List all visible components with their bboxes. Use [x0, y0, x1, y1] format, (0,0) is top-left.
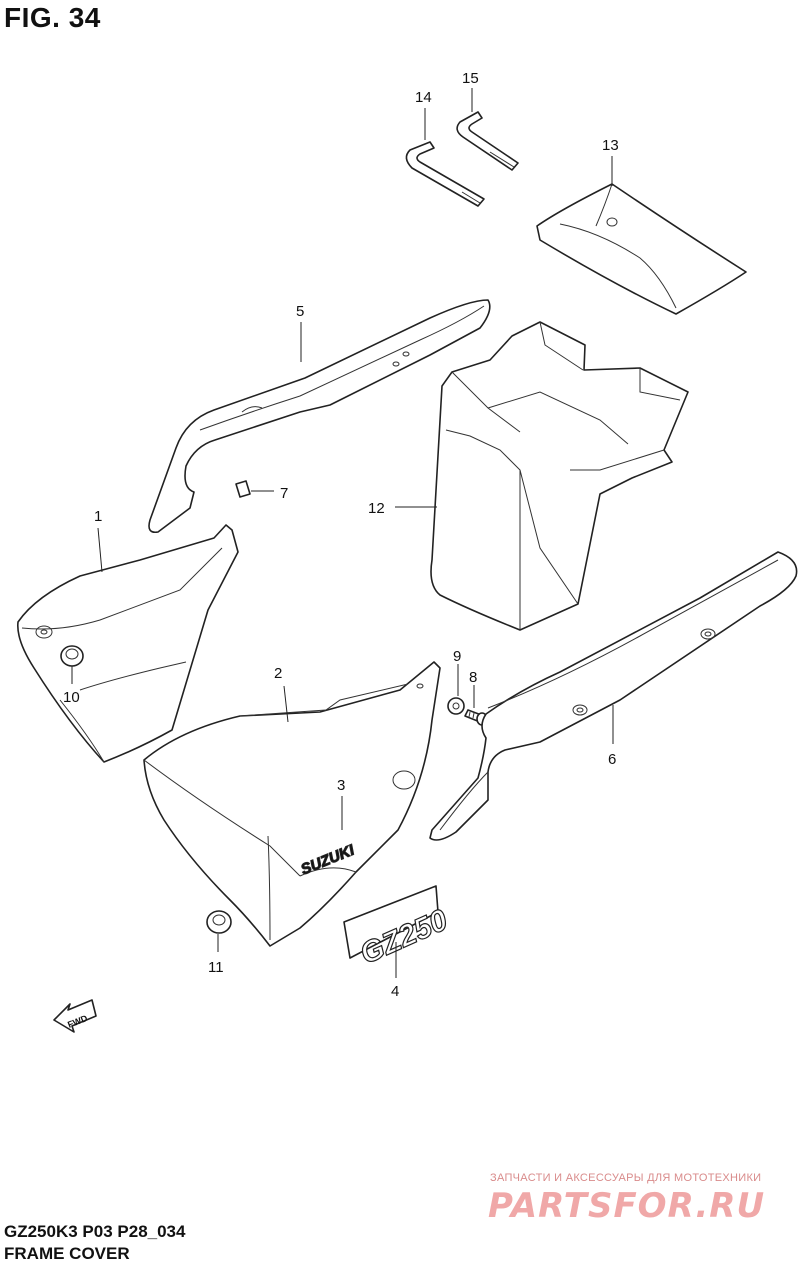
- callout-11: 11: [208, 959, 224, 976]
- callout-2: 2: [274, 665, 282, 682]
- section-name: FRAME COVER: [4, 1244, 130, 1263]
- gz250-badge-4[interactable]: GZ250: [343, 885, 453, 971]
- callout-6: 6: [608, 751, 616, 768]
- callout-14: 14: [415, 89, 432, 106]
- watermark-tagline: ЗАПЧАСТИ И АКСЕССУАРЫ ДЛЯ МОТОТЕХНИКИ: [490, 1172, 762, 1184]
- grommet-11[interactable]: [206, 910, 232, 934]
- hex-wrench-15[interactable]: [456, 111, 519, 171]
- grommet-10[interactable]: [60, 645, 84, 667]
- leader-line-1: [97, 527, 103, 573]
- callout-1: 1: [94, 508, 102, 525]
- upper-frame-cover-5[interactable]: [148, 299, 491, 534]
- callout-3: 3: [337, 777, 345, 794]
- callout-9: 9: [453, 648, 461, 665]
- callout-13: 13: [602, 137, 619, 154]
- washer-9[interactable]: [447, 697, 465, 715]
- left-side-cover-1[interactable]: [17, 524, 239, 763]
- model-code: GZ250K3 P03 P28_034: [4, 1222, 186, 1241]
- nut-7[interactable]: [235, 480, 251, 498]
- figure-title: FIG. 34: [4, 2, 101, 33]
- callout-15: 15: [462, 70, 479, 87]
- lower-frame-cover-6[interactable]: [429, 551, 798, 841]
- callout-12: 12: [368, 500, 385, 517]
- callout-5: 5: [296, 303, 304, 320]
- callout-7: 7: [280, 485, 288, 502]
- callout-8: 8: [469, 669, 477, 686]
- battery-case-12[interactable]: [430, 321, 689, 631]
- leader-line-2: [283, 685, 289, 723]
- forward-arrow: FWD: [53, 999, 97, 1033]
- tool-bag-13[interactable]: [536, 183, 747, 315]
- right-side-cover-2[interactable]: [143, 661, 441, 947]
- hex-wrench-14[interactable]: [405, 141, 485, 207]
- callout-4: 4: [391, 983, 399, 1000]
- callout-10: 10: [63, 689, 80, 706]
- watermark-logo: PARTSFOR.RU: [488, 1186, 766, 1226]
